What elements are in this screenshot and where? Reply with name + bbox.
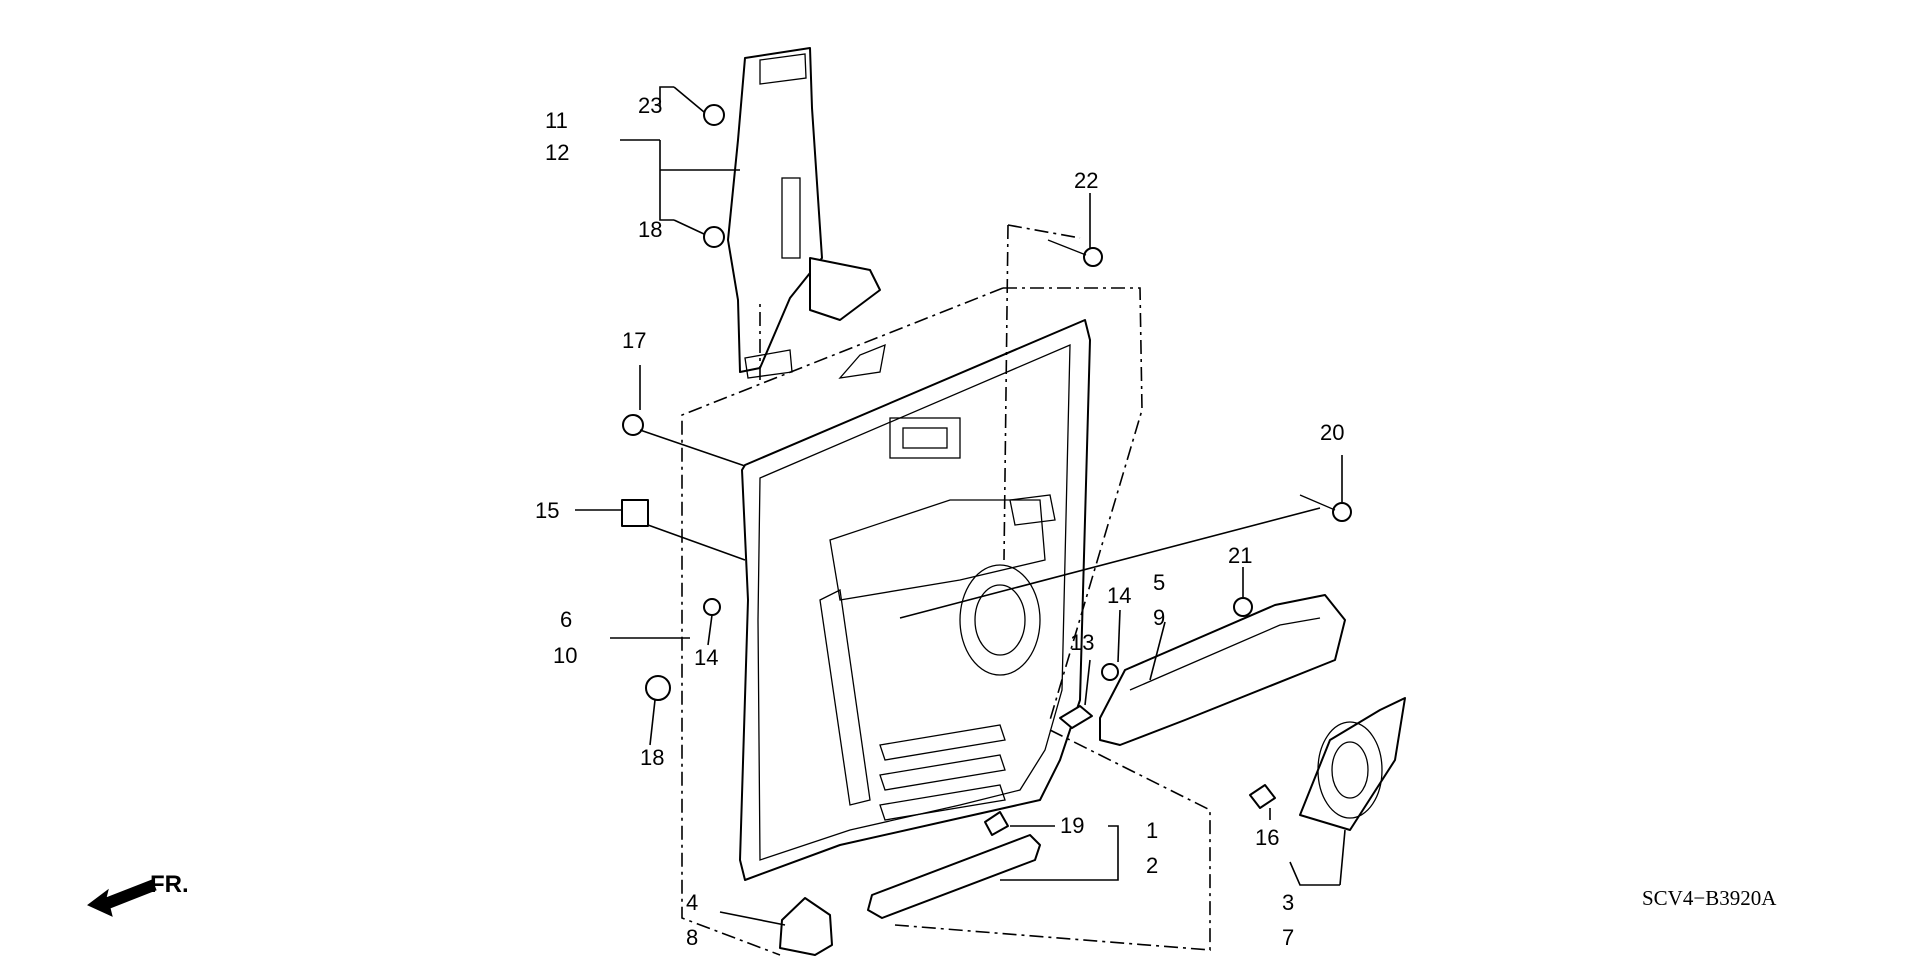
clip-16 [1249, 784, 1276, 809]
callout-1: 1 [1146, 818, 1158, 843]
callout-19: 19 [1060, 813, 1084, 838]
callout-11: 11 [545, 108, 568, 133]
callout-14-right: 14 [1107, 583, 1131, 608]
callout-3: 3 [1282, 890, 1294, 915]
lower-molding [867, 834, 1041, 919]
clip-19 [984, 811, 1009, 836]
grab-handle [1099, 594, 1346, 746]
direction-label: FR. [150, 871, 189, 898]
callout-13: 13 [1070, 630, 1094, 655]
clip-17 [622, 414, 644, 436]
callout-22: 22 [1074, 168, 1098, 193]
pillar-trim [727, 47, 881, 379]
clip-15 [621, 499, 649, 527]
callout-8: 8 [686, 925, 698, 950]
callout-18-top: 18 [638, 217, 662, 242]
callout-2: 2 [1146, 853, 1158, 878]
callout-4: 4 [686, 890, 698, 915]
bracket [779, 897, 833, 956]
fasteners [621, 104, 1352, 836]
screw-14-right [1101, 663, 1119, 681]
boundary-lines [681, 224, 1211, 956]
callout-23: 23 [638, 93, 662, 118]
callout-labels: 11 12 23 18 22 17 15 6 10 14 18 20 21 5 … [535, 93, 1344, 950]
front-direction-arrow-icon: FR. [87, 871, 189, 917]
callout-17: 17 [622, 328, 646, 353]
door-lining [739, 319, 1091, 881]
callout-5: 5 [1153, 570, 1165, 595]
callout-18-bottom: 18 [640, 745, 664, 770]
callout-12: 12 [545, 140, 569, 165]
clip-23 [703, 104, 725, 126]
callout-16: 16 [1255, 825, 1279, 850]
callout-14-left: 14 [694, 645, 718, 670]
screw-22 [1083, 247, 1103, 267]
clip-18-bottom [645, 675, 671, 701]
callout-6: 6 [560, 607, 572, 632]
callout-9: 9 [1153, 605, 1165, 630]
callout-21: 21 [1228, 543, 1252, 568]
screw-14-left [703, 598, 721, 616]
screw-20 [1332, 502, 1352, 522]
callout-10: 10 [553, 643, 577, 668]
callout-7: 7 [1282, 925, 1294, 950]
callout-20: 20 [1320, 420, 1344, 445]
speaker-grille [1299, 697, 1406, 831]
clip-13 [1059, 705, 1093, 729]
diagram-code: SCV4−B3920A [1642, 886, 1777, 910]
screw-21 [1233, 597, 1253, 617]
leader-lines [575, 86, 1346, 926]
callout-15: 15 [535, 498, 559, 523]
clip-18-top [703, 226, 725, 248]
